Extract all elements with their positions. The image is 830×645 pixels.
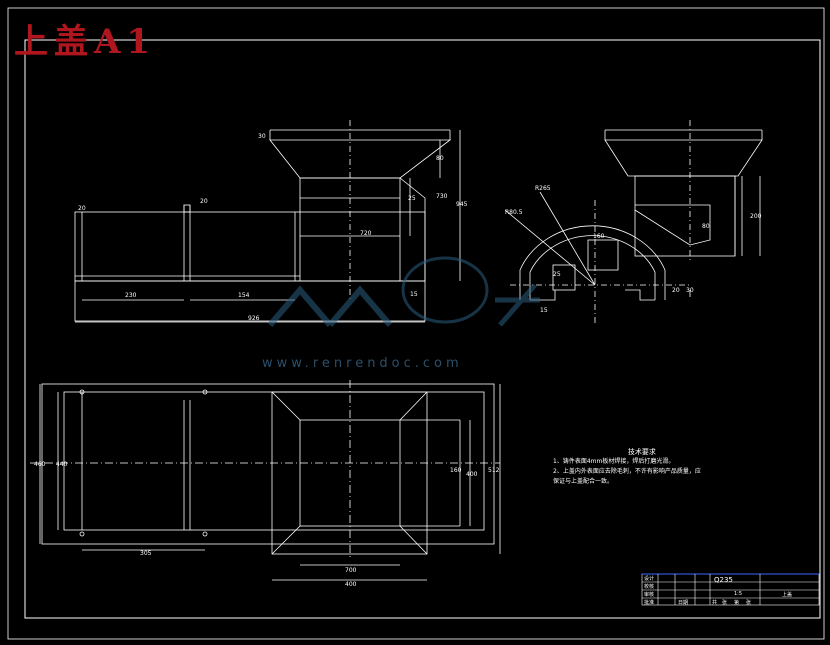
svg-text:25: 25	[408, 195, 416, 202]
svg-text:R80.5: R80.5	[505, 209, 523, 216]
tb-sheet-4: 张	[746, 600, 752, 606]
tb-sheet-3: 第	[734, 600, 740, 606]
svg-text:R265: R265	[535, 185, 551, 192]
outer-border	[7, 7, 825, 640]
title-block: 设计 校核 审核 批准 日期 Q235 1:5 上盖 共 张 第 张	[642, 574, 819, 606]
notes-item: 1、铸件表面4mm板材焊接，焊后打磨光滑。	[553, 458, 675, 465]
plan-view	[30, 380, 501, 581]
tb-label-date: 日期	[678, 600, 689, 606]
svg-text:160: 160	[450, 467, 462, 474]
tb-label-approve: 批准	[644, 600, 655, 606]
front-view	[74, 120, 461, 323]
svg-text:305: 305	[140, 550, 152, 557]
svg-text:700: 700	[345, 567, 357, 574]
svg-text:80: 80	[702, 223, 710, 230]
svg-text:160: 160	[593, 233, 605, 240]
svg-text:230: 230	[125, 292, 137, 299]
side-view	[504, 120, 763, 325]
svg-text:25: 25	[553, 271, 561, 278]
title-block-grid	[641, 573, 820, 606]
drawing-stamp: 上盖A1	[14, 22, 157, 62]
svg-text:440: 440	[56, 461, 68, 468]
svg-text:512: 512	[488, 467, 500, 474]
svg-text:926: 926	[248, 315, 260, 322]
svg-text:30: 30	[686, 287, 694, 294]
svg-text:154: 154	[238, 292, 250, 299]
tb-label-design: 设计	[644, 576, 655, 582]
svg-text:20: 20	[200, 198, 208, 205]
inner-border	[24, 39, 821, 619]
svg-text:460: 460	[34, 461, 46, 468]
svg-text:945: 945	[456, 201, 468, 208]
notes-title: 技术要求	[627, 448, 656, 456]
tb-part-name: 上盖	[782, 592, 793, 598]
svg-text:15: 15	[410, 291, 418, 298]
notes-item: 保证与上盖配合一致。	[553, 478, 614, 485]
watermark-logo	[267, 256, 540, 327]
tb-label-review: 审核	[644, 592, 655, 598]
svg-text:400: 400	[466, 471, 478, 478]
svg-text:80: 80	[436, 155, 444, 162]
dimension-labels: 20 20 30 80 945 720 25 730 230 154 926 1…	[34, 133, 762, 588]
svg-text:20: 20	[672, 287, 680, 294]
tb-sheet-1: 共	[712, 600, 718, 606]
tb-scale: 1:5	[734, 591, 743, 597]
watermark-url: www.renrendoc.com	[262, 356, 463, 371]
svg-text:730: 730	[436, 193, 448, 200]
svg-text:200: 200	[750, 213, 762, 220]
svg-text:400: 400	[345, 581, 357, 588]
tb-sheet-2: 张	[722, 600, 728, 606]
technical-notes: 技术要求 1、铸件表面4mm板材焊接，焊后打磨光滑。 2、上盖内外表面应去除毛刺…	[553, 447, 701, 487]
notes-item: 2、上盖内外表面应去除毛刺，不许有影响产品质量，应	[553, 468, 701, 475]
tb-label-check: 校核	[644, 584, 655, 590]
svg-text:15: 15	[540, 307, 548, 314]
svg-text:30: 30	[258, 133, 266, 140]
svg-text:20: 20	[78, 205, 86, 212]
tb-material-code: Q235	[714, 576, 733, 584]
svg-text:720: 720	[360, 230, 372, 237]
